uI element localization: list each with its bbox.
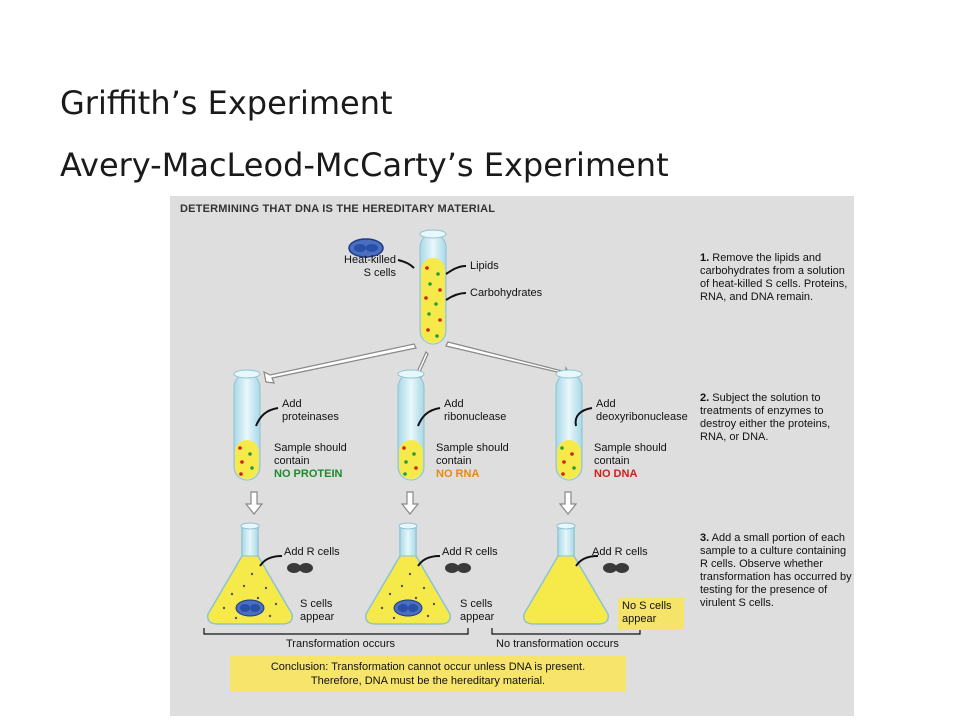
arrow-icon: [259, 555, 283, 567]
treatment-tubes: [233, 369, 583, 481]
figure-artwork: [203, 229, 641, 635]
lipids-label: Lipids: [470, 260, 499, 272]
flask-2: [364, 522, 452, 625]
col2-add-r-label: Add R cells: [442, 546, 498, 558]
step-1-text: 1. Remove the lipids and carbohydrates f…: [700, 252, 848, 303]
avery-experiment-figure: DETERMINING THAT DNA IS THE HEREDITARY M…: [170, 196, 854, 716]
top-test-tube: [419, 229, 447, 345]
slide-title-line-1: Griffith’s Experiment: [60, 84, 393, 122]
no-rna-text: NO RNA: [436, 468, 480, 480]
tube-deoxyribonuclease: [555, 369, 583, 481]
arrow-icon: [445, 265, 467, 275]
top-tube-dots: [424, 266, 442, 338]
arrow-icon: [575, 555, 599, 567]
col3-add-r-label: Add R cells: [592, 546, 648, 558]
flask-3: [522, 522, 610, 625]
step-3-text: 3. Add a small portion of each sample to…: [700, 532, 852, 609]
col1-add-r-label: Add R cells: [284, 546, 340, 558]
no-dna-text: NO DNA: [594, 468, 638, 480]
transformation-occurs-label: Transformation occurs: [286, 638, 396, 650]
figure-header: DETERMINING THAT DNA IS THE HEREDITARY M…: [180, 203, 496, 215]
conclusion-box: Conclusion: Transformation cannot occur …: [230, 656, 626, 692]
arrow-icon: [417, 555, 441, 567]
down-arrows: [244, 491, 578, 515]
carbohydrates-label: Carbohydrates: [470, 287, 543, 299]
tube-ribonuclease: [397, 369, 425, 481]
result-brackets: [203, 628, 641, 635]
heat-killed-cells-icon: [348, 238, 384, 258]
slide-title-line-2: Avery-MacLeod-McCarty’s Experiment: [60, 146, 669, 184]
arrow-icon: [417, 407, 441, 427]
arrow-icon: [397, 259, 415, 269]
arrow-icon: [255, 407, 279, 427]
no-transformation-label: No transformation occurs: [496, 638, 619, 650]
step-2-text: 2. Subject the solution to treatments of…: [700, 392, 831, 443]
arrow-icon: [574, 407, 593, 427]
r-cells: [287, 563, 629, 573]
no-protein-text: NO PROTEIN: [274, 468, 343, 480]
flask-1: [206, 522, 294, 625]
tube-proteinases: [233, 369, 261, 481]
arrow-icon: [445, 292, 467, 301]
